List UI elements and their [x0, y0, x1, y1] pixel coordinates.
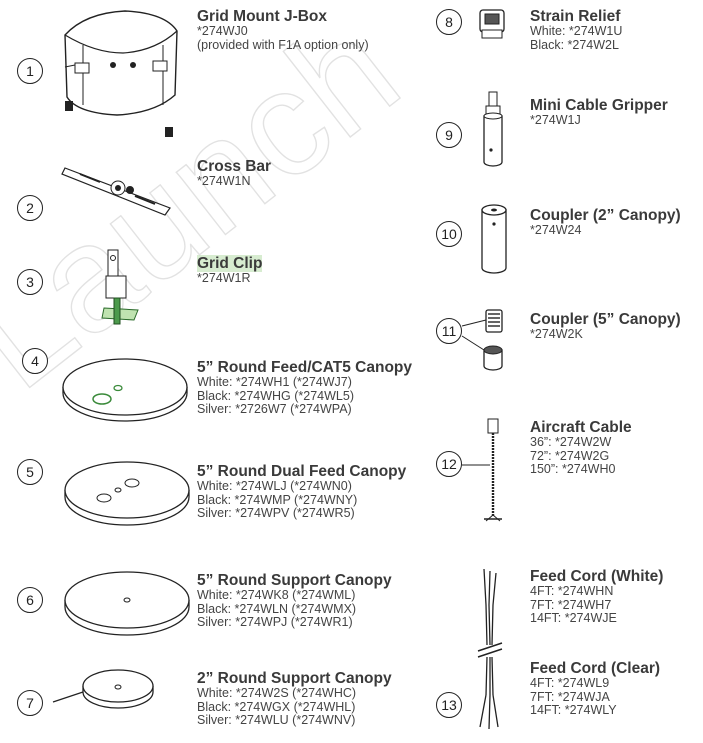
- part-1-line-2: (provided with F1A option only): [197, 37, 369, 52]
- cross-bar-drawing: [61, 167, 171, 216]
- part-3-line-1: *274W1R: [197, 271, 251, 285]
- part-12-line-2: 72”: *274W2G: [530, 448, 610, 463]
- part-5-line-2: Black: *274WMP (*274WNY): [197, 492, 358, 507]
- part-5-line-1: White: *274WLJ (*274WN0): [197, 479, 352, 493]
- part-10-line-1: *274W24: [530, 223, 582, 237]
- part-13-white-line-1: 4FT: *274WHN: [530, 584, 614, 598]
- part-13-clear-line-1: 4FT: *274WL9: [530, 676, 610, 690]
- part-7-line-3: Silver: *274WLU (*274WNV): [197, 713, 356, 727]
- part-13-clear-line-3: 14FT: *274WLY: [530, 703, 617, 717]
- part-4-text: 5” Round Feed/CAT5 Canopy White: *274WH1…: [197, 359, 412, 417]
- part-5-text: 5” Round Dual Feed Canopy White: *274WLJ…: [197, 463, 406, 521]
- callout-9: 9: [436, 122, 462, 148]
- part-4-title: 5” Round Feed/CAT5 Canopy: [197, 359, 413, 376]
- part-8-title: Strain Relief: [530, 8, 621, 25]
- part-13-white-text: Feed Cord (White) 4FT: *274WHN 7FT: *274…: [530, 568, 663, 626]
- part-7-title: 2” Round Support Canopy: [197, 670, 392, 687]
- part-4-line-1: White: *274WH1 (*274WJ7): [197, 375, 352, 389]
- part-3-text: Grid Clip *274W1R: [197, 255, 263, 286]
- callout-1: 1: [17, 58, 43, 84]
- callout-10: 10: [436, 221, 462, 247]
- part-1-title: Grid Mount J-Box: [197, 8, 328, 25]
- aircraft-cable-drawing: [462, 418, 502, 522]
- part-8-text: Strain Relief White: *274W1U Black: *274…: [530, 8, 622, 52]
- callout-12: 12: [436, 451, 462, 477]
- round-feed-cat5-canopy-drawing: [62, 358, 188, 422]
- part-9-text: Mini Cable Gripper *274W1J: [530, 97, 668, 128]
- part-9-line-1: *274W1J: [530, 113, 581, 127]
- feed-cord-drawing: [477, 568, 503, 730]
- part-1-text: Grid Mount J-Box *274WJ0 (provided with …: [197, 8, 369, 52]
- part-5-title: 5” Round Dual Feed Canopy: [197, 463, 407, 480]
- part-6-line-1: White: *274WK8 (*274WML): [197, 588, 356, 602]
- part-9-title: Mini Cable Gripper: [530, 97, 668, 114]
- callout-8: 8: [436, 9, 462, 35]
- round-support-canopy-drawing: [64, 571, 190, 636]
- part-6-line-3: Silver: *274WPJ (*274WR1): [197, 615, 353, 629]
- part-13-clear-text: Feed Cord (Clear) 4FT: *274WL9 7FT: *274…: [530, 660, 660, 718]
- part-4-line-2: Black: *274WHG (*274WL5): [197, 388, 355, 403]
- part-7-line-1: White: *274W2S (*274WHC): [197, 686, 357, 700]
- part-12-line-3: 150”: *274WH0: [530, 462, 616, 476]
- coupler-2in-drawing: [481, 204, 507, 274]
- callout-11: 11: [436, 318, 462, 344]
- part-10-title: Coupler (2” Canopy): [530, 207, 681, 224]
- part-12-text: Aircraft Cable 36”: *274W2W 72”: *274W2G…: [530, 419, 632, 477]
- part-12-line-1: 36”: *274W2W: [530, 435, 612, 449]
- part-10-text: Coupler (2” Canopy) *274W24: [530, 207, 681, 238]
- small-support-canopy-drawing: [52, 669, 154, 709]
- callout-3: 3: [17, 269, 43, 295]
- part-2-line-1: *274W1N: [197, 174, 251, 188]
- callout-6: 6: [17, 587, 43, 613]
- part-6-title: 5” Round Support Canopy: [197, 572, 392, 589]
- callout-5: 5: [17, 459, 43, 485]
- part-5-line-3: Silver: *274WPV (*274WR5): [197, 506, 355, 520]
- part-11-text: Coupler (5” Canopy) *274W2K: [530, 311, 681, 342]
- part-2-text: Cross Bar *274W1N: [197, 158, 271, 189]
- mini-cable-gripper-drawing: [483, 91, 503, 167]
- part-8-line-1: White: *274W1U: [530, 24, 623, 38]
- part-13-white-title: Feed Cord (White): [530, 568, 664, 585]
- callout-4: 4: [22, 348, 48, 374]
- part-11-title: Coupler (5” Canopy): [530, 311, 681, 328]
- grid-clip-drawing: [101, 249, 139, 325]
- part-6-text: 5” Round Support Canopy White: *274WK8 (…: [197, 572, 392, 630]
- callout-13: 13: [436, 692, 462, 718]
- part-13-white-line-3: 14FT: *274WJE: [530, 611, 617, 625]
- grid-mount-jbox-drawing: [64, 10, 178, 137]
- round-dual-feed-canopy-drawing: [64, 461, 190, 526]
- part-13-white-line-2: 7FT: *274WH7: [530, 597, 612, 612]
- part-13-clear-line-2: 7FT: *274WJA: [530, 689, 610, 704]
- part-3-title: Grid Clip: [197, 255, 263, 272]
- part-7-text: 2” Round Support Canopy White: *274W2S (…: [197, 670, 392, 728]
- part-12-title: Aircraft Cable: [530, 419, 632, 436]
- coupler-5in-drawing: [461, 309, 503, 371]
- callout-7: 7: [17, 690, 43, 716]
- part-8-line-2: Black: *274W2L: [530, 37, 619, 52]
- part-1-line-1: *274WJ0: [197, 24, 248, 38]
- part-2-title: Cross Bar: [197, 158, 272, 175]
- strain-relief-drawing: [479, 9, 505, 39]
- part-13-clear-title: Feed Cord (Clear): [530, 660, 661, 677]
- part-7-line-2: Black: *274WGX (*274WHL): [197, 699, 356, 714]
- callout-2: 2: [17, 195, 43, 221]
- part-6-line-2: Black: *274WLN (*274WMX): [197, 601, 357, 616]
- part-4-line-3: Silver: *2726W7 (*274WPA): [197, 402, 352, 416]
- part-11-line-1: *274W2K: [530, 327, 583, 341]
